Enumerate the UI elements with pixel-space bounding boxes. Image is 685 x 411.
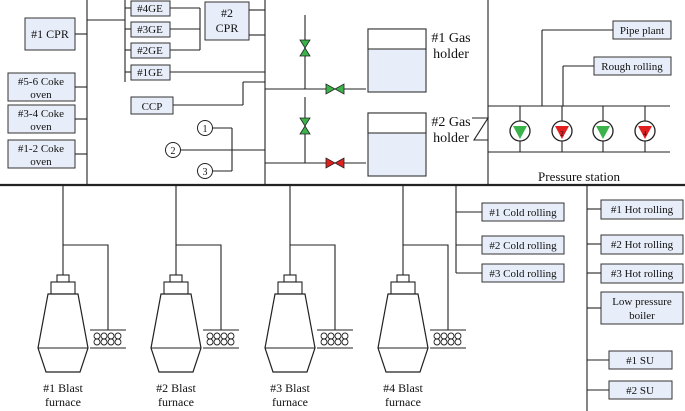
su-1-label: #1 SU [626,355,654,367]
coke-oven-12: #1-2 Coke oven [7,139,87,169]
cpr2-line1: #2 [221,6,233,20]
cold-rolling-3: #3 Cold rolling [456,263,565,283]
generator-2ge-label: #2GE [137,45,163,57]
su-2-label: #2 SU [626,385,654,397]
cold-rolling-1: #1 Cold rolling [456,202,565,222]
cpr2-unit: #2 CPR [204,1,265,41]
blast-furnace-4-line1: #4 Blast [383,381,423,395]
pump-2: 2 [551,106,573,152]
gas-holder-2: #2 Gas holder [367,112,471,177]
ccp-unit: CCP [130,81,265,115]
blast-furnace-3-line1: #3 Blast [270,381,310,395]
gas-holder-2-line2: holder [433,131,469,146]
pipe-plant-label: Pipe plant [620,25,664,37]
coke-oven-34: #3-4 Coke oven [7,104,87,134]
hot-rolling-1: #1 Hot rolling [587,199,684,220]
low-pressure-boiler: Low pressure boiler [587,291,684,325]
valve-v2-vertical [299,117,311,135]
su-2: #2 SU [587,380,673,400]
circle-node-1-label: 1 [203,124,208,135]
circle-node-3-label: 3 [203,167,208,178]
generator-4ge-label: #4GE [137,3,163,15]
valve-v2-horizontal [325,157,345,169]
hot-rolling-3: #3 Hot rolling [587,263,684,284]
cpr1-label: #1 CPR [31,27,69,41]
su-1: #1 SU [587,350,673,370]
coke-56-line1: #5-6 Coke [18,76,64,88]
gas-holder-1-line2: holder [433,47,469,62]
hot-rolling-1-label: #1 Hot rolling [611,204,674,216]
generator-1ge: #1GE [125,64,265,81]
hot-rolling-2: #2 Hot rolling [587,234,684,255]
cpr1-unit: #1 CPR [24,17,125,51]
coke-34-line2: oven [30,121,52,133]
generator-3ge: #3GE [125,21,200,38]
pressure-pumps: 2 4 [509,106,656,152]
rough-rolling: Rough rolling [562,56,672,106]
valve-v1-vertical [299,39,311,57]
hot-rolling-2-label: #2 Hot rolling [611,239,674,251]
coke-34-line1: #3-4 Coke [18,108,64,120]
pump-4-label: 4 [643,130,647,138]
pipe-plant: Pipe plant [541,20,672,106]
gas-holder-1: #1 Gas holder [367,28,471,93]
coke-56-line2: oven [30,89,52,101]
gas-holder-1-line1: #1 Gas [431,31,470,46]
pump-4: 4 [634,106,656,152]
pump-1 [509,106,531,152]
blast-furnace-2-line1: #2 Blast [156,381,196,395]
cold-rolling-3-label: #3 Cold rolling [489,268,557,280]
hot-stove-group-2 [203,329,239,349]
pump-3 [592,106,614,152]
blast-furnace-4-line2: furnace [385,395,421,409]
cold-rolling-1-label: #1 Cold rolling [489,207,557,219]
coke-12-line1: #1-2 Coke [18,143,64,155]
hot-stove-group-1 [90,329,126,349]
generator-4ge: #4GE [125,0,200,17]
circle-node-3: 3 [197,163,213,179]
pressure-station-label: Pressure station [538,169,620,184]
generator-3ge-label: #3GE [137,24,163,36]
hot-stove-group-3 [317,329,353,349]
boiler-line2: boiler [629,310,655,322]
blast-furnace-1-line2: furnace [45,395,81,409]
blast-furnace-2-line2: furnace [158,395,194,409]
coke-12-line2: oven [30,156,52,168]
circle-node-2: 2 [165,142,181,158]
ccp-label: CCP [142,101,163,113]
valve-v1-horizontal [325,83,345,95]
hot-rolling-3-label: #3 Hot rolling [611,268,674,280]
coke-oven-56: #5-6 Coke oven [7,72,87,102]
cold-rolling-2-label: #2 Cold rolling [489,240,557,252]
generator-1ge-label: #1GE [137,67,163,79]
blast-furnace-3-line2: furnace [272,395,308,409]
generator-2ge: #2GE [125,42,200,59]
hot-stove-group-4 [430,329,466,349]
circle-node-2-label: 2 [171,146,176,157]
cpr2-line2: CPR [216,21,239,35]
circle-node-1: 1 [197,120,213,136]
cold-rolling-2: #2 Cold rolling [456,235,565,255]
rough-rolling-label: Rough rolling [601,61,663,73]
boiler-line1: Low pressure [612,296,672,308]
gas-holder-2-line1: #2 Gas [431,115,470,130]
pressure-reducer-symbol [472,117,490,141]
blast-furnace-1-line1: #1 Blast [43,381,83,395]
pump-2-label: 2 [560,130,564,138]
